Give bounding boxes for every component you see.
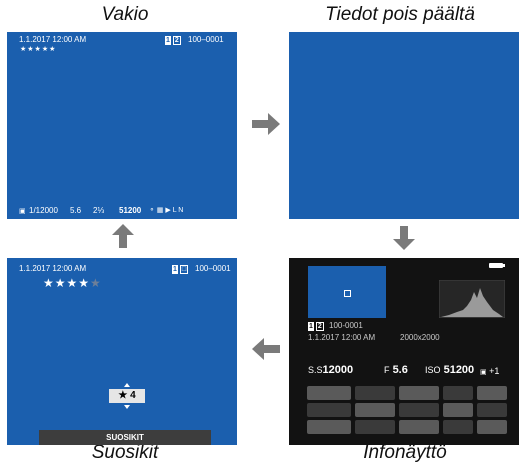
caption-vakio: Vakio [101, 4, 149, 25]
suosikit-menu-bar: SUOSIKIT [39, 430, 211, 445]
info-ss-label: S.S [308, 365, 323, 375]
settings-tile [355, 420, 395, 434]
arrow-right-icon [252, 113, 280, 135]
slot-1-icon: 1 [308, 322, 314, 331]
rating-down-arrow-icon[interactable] [124, 405, 130, 409]
vakio-playback-icon: ▣ [19, 208, 26, 215]
vakio-shutter: 1/12000 [29, 206, 58, 215]
slot-2-icon: 2 [315, 322, 324, 331]
rating-selector[interactable]: ★ 4 [109, 389, 145, 403]
settings-tile [355, 386, 395, 400]
arrow-up-icon [112, 224, 134, 248]
settings-tile [443, 420, 473, 434]
settings-tile [477, 420, 507, 434]
arrow-left-icon [252, 338, 280, 360]
settings-tile [307, 403, 351, 417]
settings-tile [307, 386, 351, 400]
rating-up-arrow-icon[interactable] [124, 383, 130, 387]
histogram [439, 280, 505, 318]
vakio-aperture: 5.6 [70, 206, 82, 215]
slot-1-icon: 1 [165, 36, 171, 45]
info-exposure-row: S.S12000 [308, 364, 353, 376]
settings-tile [477, 386, 507, 400]
settings-tile [443, 386, 473, 400]
settings-tile [443, 403, 473, 417]
info-aperture-row: F 5.6 [384, 364, 408, 376]
settings-tile [307, 420, 351, 434]
arrow-down-icon [393, 226, 415, 250]
settings-tile [477, 403, 507, 417]
suosikit-screen: 1.1.2017 12:00 AM 1□ 100–0001 ★★★★★ ★ 4 … [7, 258, 237, 445]
vakio-iso: 51200 [119, 206, 142, 215]
suosikit-stars-filled: ★★★★ [43, 276, 91, 290]
suosikit-rating-stars: ★★★★★ [43, 276, 102, 290]
suosikit-star-empty: ★ [90, 276, 102, 290]
caption-infonaytto: Infonäyttö [363, 442, 447, 463]
caption-tiedot-pois: Tiedot pois päältä [325, 4, 475, 25]
tiedot-pois-screen [289, 32, 519, 219]
info-f-label: F [384, 365, 390, 375]
info-settings-grid [307, 386, 507, 434]
info-iso: 51200 [443, 364, 475, 376]
info-exposure-comp: ▣ +1 [480, 366, 500, 376]
settings-tile [355, 403, 395, 417]
vakio-datetime: 1.1.2017 12:00 AM [19, 35, 87, 44]
suosikit-datetime: 1.1.2017 12:00 AM [19, 264, 87, 273]
vakio-file-number: 100–0001 [188, 35, 224, 44]
info-iso-row: ISO 51200 [425, 364, 474, 376]
caption-suosikit: Suosikit [91, 442, 159, 463]
settings-tile [399, 420, 439, 434]
info-file-number: 100-0001 [329, 321, 363, 330]
info-iso-label: ISO [425, 365, 441, 375]
info-shutter: 12000 [322, 364, 354, 376]
info-resolution: 2000x2000 [400, 333, 440, 342]
suosikit-file-number: 100–0001 [195, 264, 231, 273]
battery-icon [489, 263, 503, 268]
settings-tile [399, 403, 439, 417]
settings-tile [399, 386, 439, 400]
slot-2-icon: □ [179, 265, 189, 274]
slot-2-icon: 2 [172, 36, 181, 45]
vakio-rating-stars: ★★★★★ [20, 46, 57, 53]
battery-tip-icon [503, 264, 505, 267]
focus-frame-icon [344, 290, 351, 297]
exposure-comp-icon: ▣ [480, 369, 487, 376]
slot-1-icon: 1 [172, 265, 178, 274]
info-aperture: 5.6 [392, 364, 408, 376]
suosikit-menu-label: SUOSIKIT [106, 433, 144, 442]
info-thumbnail [308, 266, 386, 318]
info-datetime: 1.1.2017 12:00 AM [308, 333, 376, 342]
vakio-exposure: 2⅓ [93, 206, 105, 215]
suosikit-card-slots: 1□ [172, 264, 190, 274]
vakio-extra-icons: ⚬ ▦ ▶ L N [149, 207, 184, 214]
